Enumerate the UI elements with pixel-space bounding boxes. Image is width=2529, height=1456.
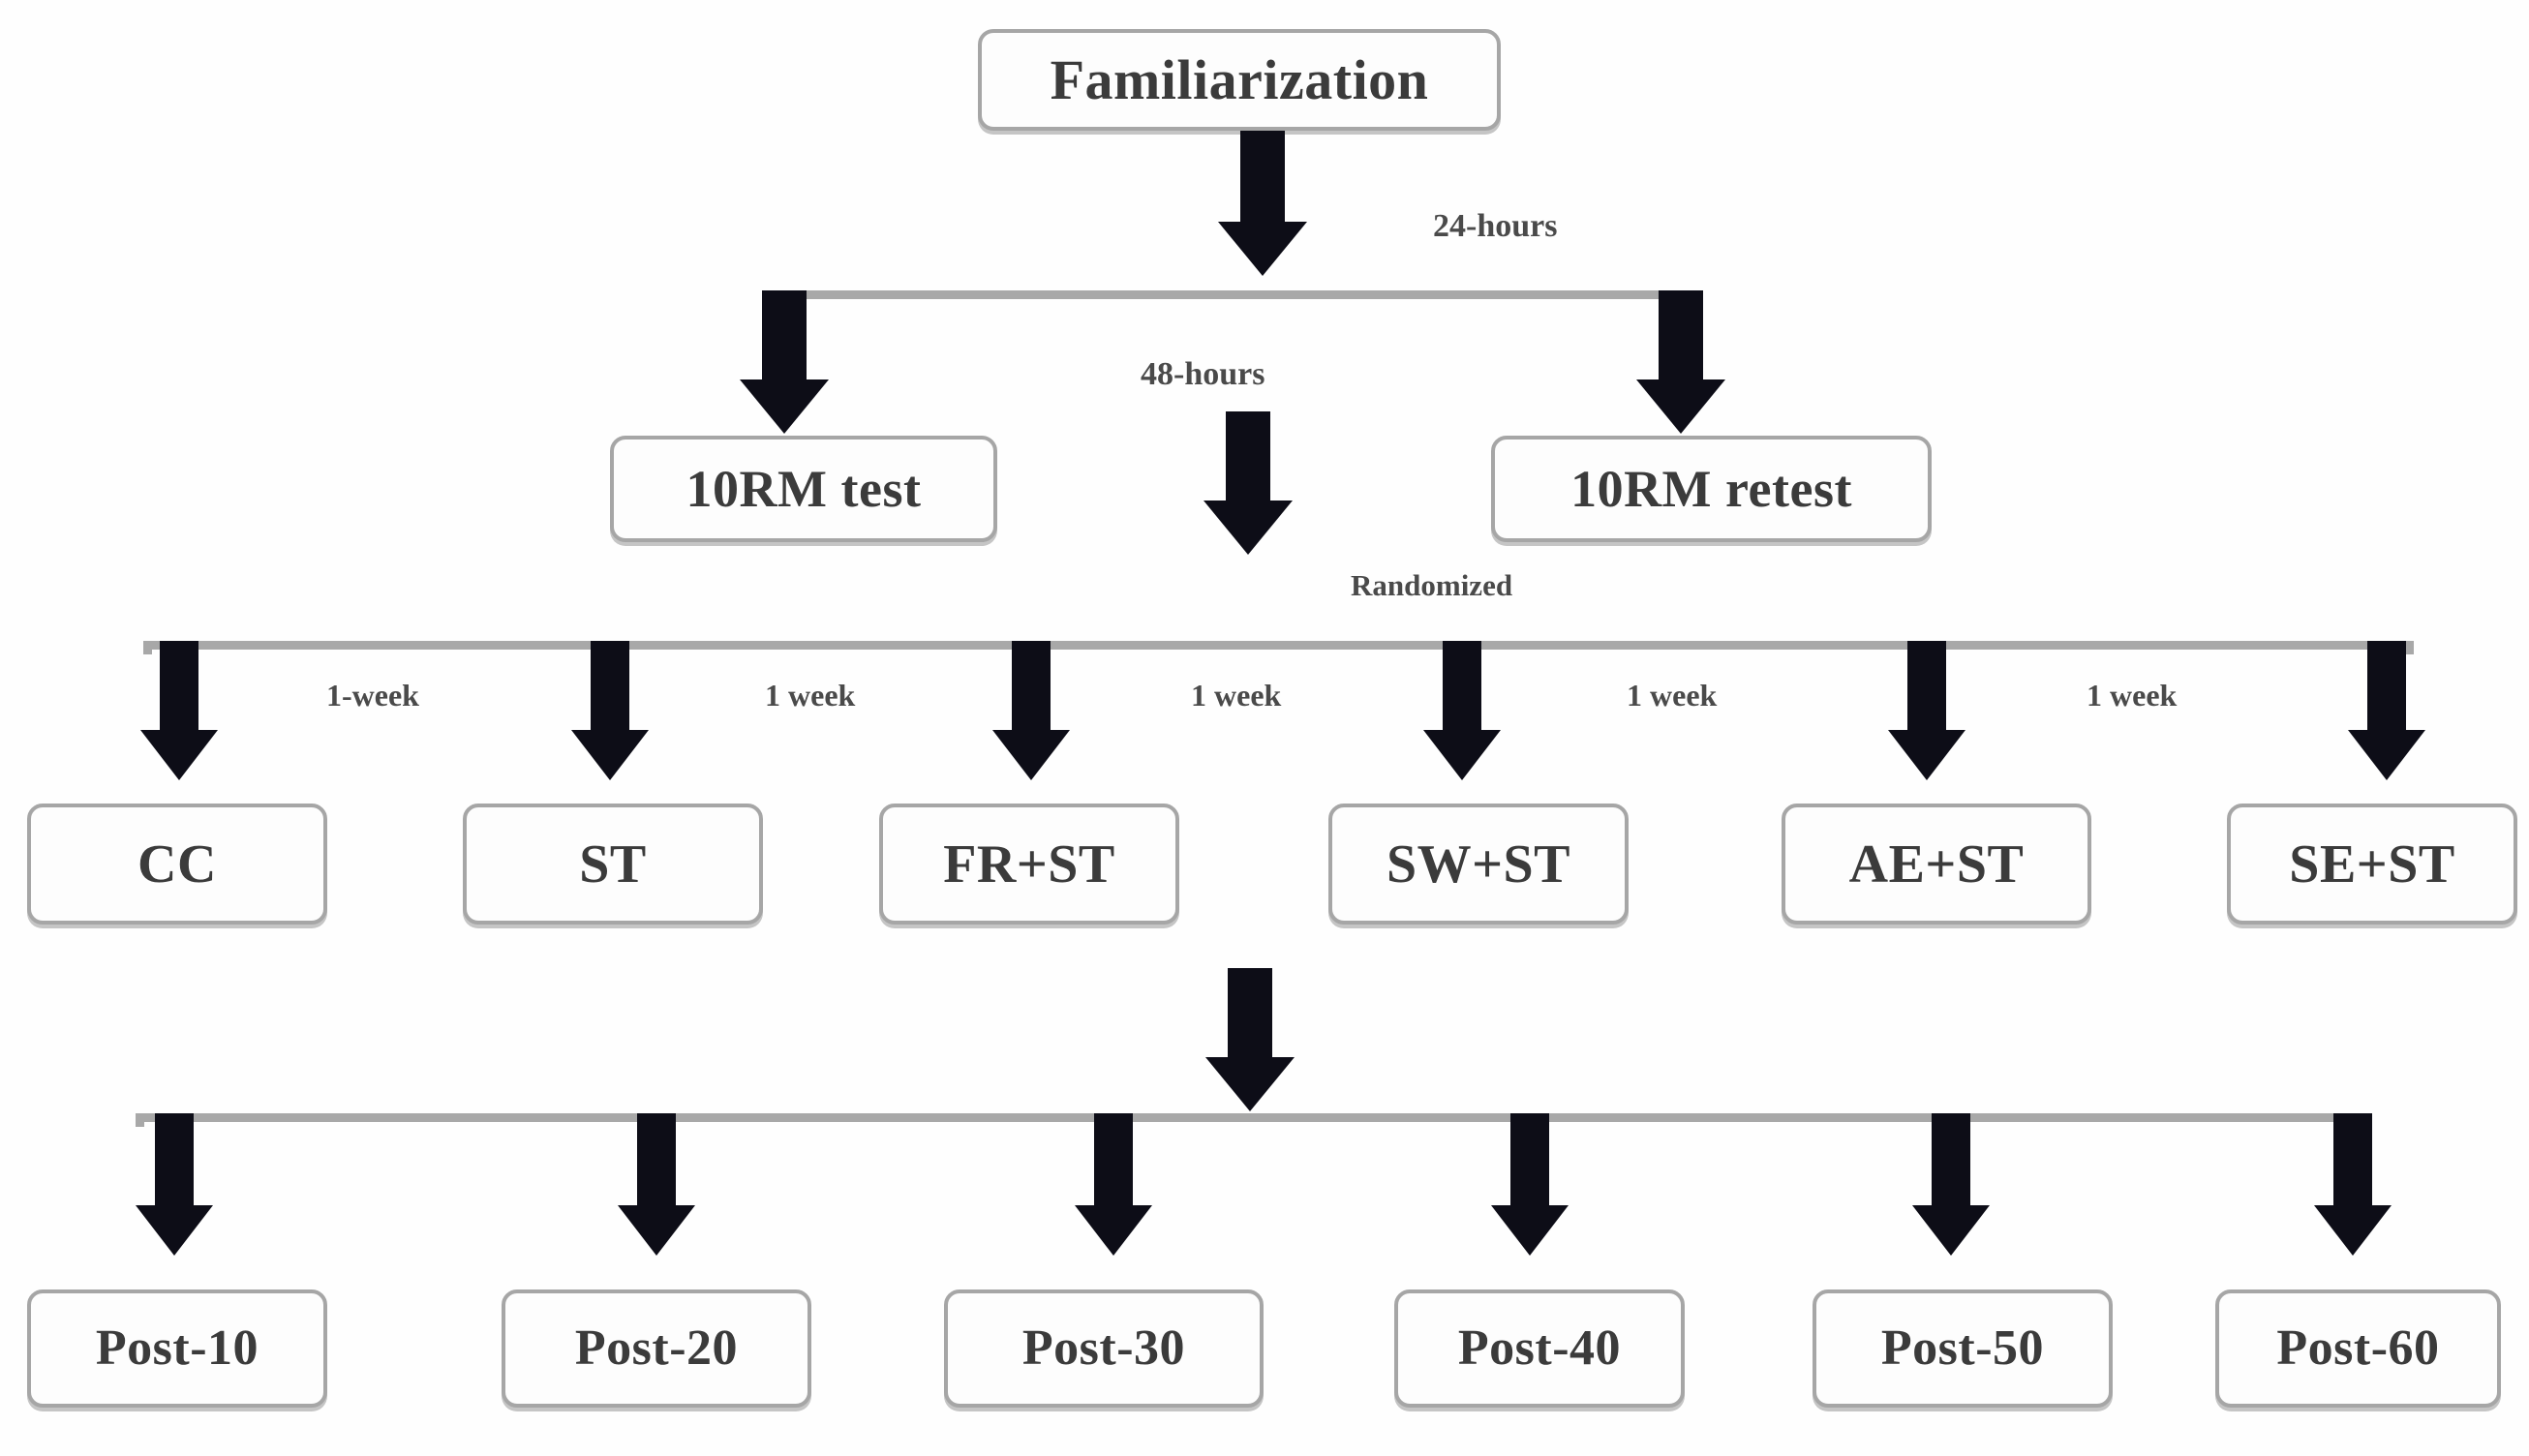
node-post-20: Post-20 [502,1289,811,1408]
arrow-to-ae-st [1888,641,1965,781]
arrow-to-post-30 [1075,1113,1152,1259]
arrow-to-st [571,641,649,781]
connector-line-level2 [779,290,1685,299]
caption-interval-3: 1 week [1191,678,1282,713]
node-ae-st-label: AE+ST [1848,834,2025,895]
arrow-to-fr-st [992,641,1070,781]
node-post-30: Post-30 [944,1289,1264,1408]
node-familiarization: Familiarization [978,29,1501,131]
node-fr-st-label: FR+ST [943,834,1115,895]
node-10rm-retest-label: 10RM retest [1570,460,1852,518]
arrow-to-post-50 [1912,1113,1990,1259]
node-familiarization-label: Familiarization [1050,47,1429,111]
node-post-10: Post-10 [27,1289,327,1408]
connector-stub-outcomes-left [136,1113,144,1127]
connector-line-interventions [143,641,2414,650]
caption-interval-1: 1-week [326,678,419,713]
arrow-48-hours-center [1204,411,1293,557]
caption-interval-5: 1 week [2087,678,2178,713]
node-10rm-test-label: 10RM test [686,460,922,518]
caption-interval-4: 1 week [1627,678,1718,713]
connector-stub-interventions-right [2405,641,2414,654]
node-ae-st: AE+ST [1782,804,2091,925]
arrow-to-cc [140,641,218,781]
node-post-20-label: Post-20 [574,1320,739,1376]
caption-interval-2: 1 week [765,678,856,713]
arrow-to-sw-st [1423,641,1501,781]
node-cc-label: CC [137,834,217,895]
arrow-to-post-60 [2314,1113,2392,1259]
arrow-to-post-40 [1491,1113,1569,1259]
arrow-to-post-20 [618,1113,695,1259]
caption-48-hours: 48-hours [1141,356,1265,392]
node-sw-st: SW+ST [1328,804,1629,925]
arrow-to-10rm-test [740,290,829,436]
node-post-30-label: Post-30 [1021,1320,1186,1376]
node-post-40: Post-40 [1394,1289,1685,1408]
node-st-label: ST [579,834,647,895]
arrow-to-10rm-retest [1636,290,1725,436]
caption-randomized: Randomized [1351,568,1513,602]
node-post-10-label: Post-10 [95,1320,259,1376]
node-sw-st-label: SW+ST [1386,834,1571,895]
node-post-60: Post-60 [2215,1289,2501,1408]
node-post-50: Post-50 [1813,1289,2113,1408]
arrow-interventions-to-outcomes [1205,968,1295,1113]
node-10rm-retest: 10RM retest [1491,436,1932,542]
connector-stub-interventions-left [143,641,152,654]
node-se-st: SE+ST [2227,804,2517,925]
node-post-40-label: Post-40 [1457,1320,1622,1376]
arrow-to-se-st [2348,641,2425,781]
connector-line-outcomes [136,1113,2367,1122]
node-se-st-label: SE+ST [2289,834,2455,895]
node-post-50-label: Post-50 [1880,1320,2045,1376]
node-10rm-test: 10RM test [610,436,997,542]
arrow-familiarization-to-split [1218,131,1307,276]
node-post-60-label: Post-60 [2276,1320,2440,1376]
caption-24-hours: 24-hours [1433,208,1558,244]
arrow-to-post-10 [136,1113,213,1259]
node-st: ST [463,804,763,925]
node-cc: CC [27,804,327,925]
node-fr-st: FR+ST [879,804,1179,925]
